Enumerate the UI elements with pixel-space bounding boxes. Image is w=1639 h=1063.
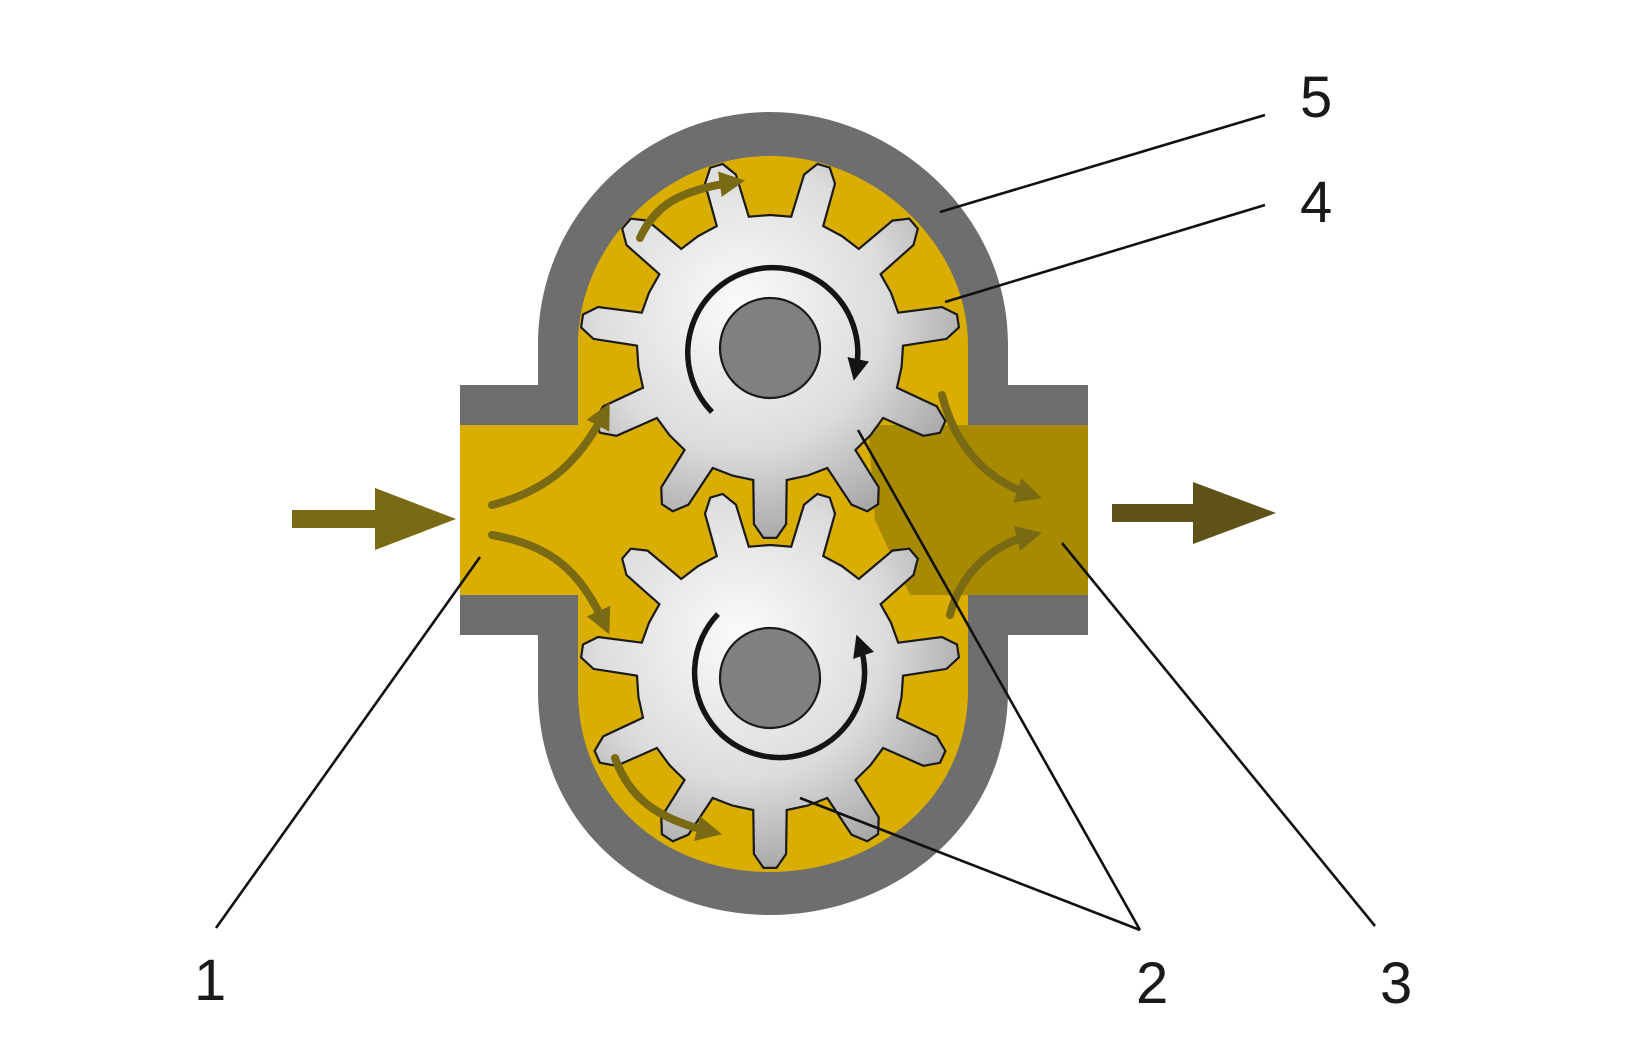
flow-arrow-icon <box>488 531 611 635</box>
leader-line-2a <box>856 429 1142 931</box>
callout-3: 3 <box>1380 951 1412 1016</box>
leader-line-2b <box>799 796 1141 932</box>
flow-arrow-icon <box>488 402 610 509</box>
flow-arrow-icon <box>636 171 746 242</box>
leader-lines <box>214 113 1377 932</box>
lower-rotation-arrow-icon <box>691 612 874 761</box>
internal-flow-arrows <box>488 171 1042 842</box>
leader-line-1 <box>214 556 482 929</box>
upper-gear <box>579 162 961 539</box>
upper-rotation-arrow-icon <box>685 264 870 414</box>
flow-arrow-icon <box>938 391 1042 503</box>
outlet-flow-arrow-icon <box>1112 482 1276 544</box>
leader-line-4 <box>944 203 1266 304</box>
leader-line-3 <box>1060 542 1377 927</box>
inlet-flow-arrow-icon <box>292 488 456 550</box>
upper-shaft <box>718 296 822 400</box>
lower-shaft <box>718 626 822 730</box>
callout-5: 5 <box>1300 65 1332 130</box>
callout-4: 4 <box>1300 170 1332 235</box>
lower-gear <box>579 492 961 869</box>
leader-line-5 <box>939 113 1266 214</box>
callout-1: 1 <box>194 948 226 1013</box>
flow-arrow-icon <box>611 754 722 842</box>
callout-2: 2 <box>1136 951 1168 1016</box>
outlet-fluid <box>868 425 1088 595</box>
